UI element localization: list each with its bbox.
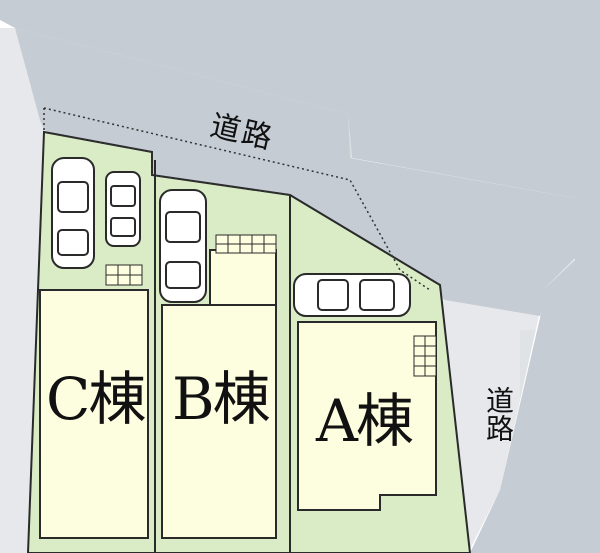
property-boundary bbox=[43, 108, 291, 212]
building-c bbox=[39, 289, 149, 539]
car-icon bbox=[105, 171, 141, 247]
tile-grid-b bbox=[215, 234, 277, 254]
road-label-right: 道路 bbox=[482, 386, 515, 442]
car-icon bbox=[293, 273, 411, 317]
building-b-annex bbox=[209, 249, 277, 306]
lot-label-b: B棟 bbox=[172, 365, 271, 433]
lot-label-a: A棟 bbox=[316, 387, 414, 455]
building-a bbox=[297, 321, 437, 511]
car-icon bbox=[159, 189, 207, 303]
tile-grid-c bbox=[105, 264, 143, 286]
property-boundary bbox=[43, 107, 431, 291]
car-icon bbox=[51, 157, 95, 269]
lot-label-c: C棟 bbox=[46, 365, 146, 433]
road-upper bbox=[15, 28, 575, 316]
tile-grid-a bbox=[413, 335, 437, 377]
